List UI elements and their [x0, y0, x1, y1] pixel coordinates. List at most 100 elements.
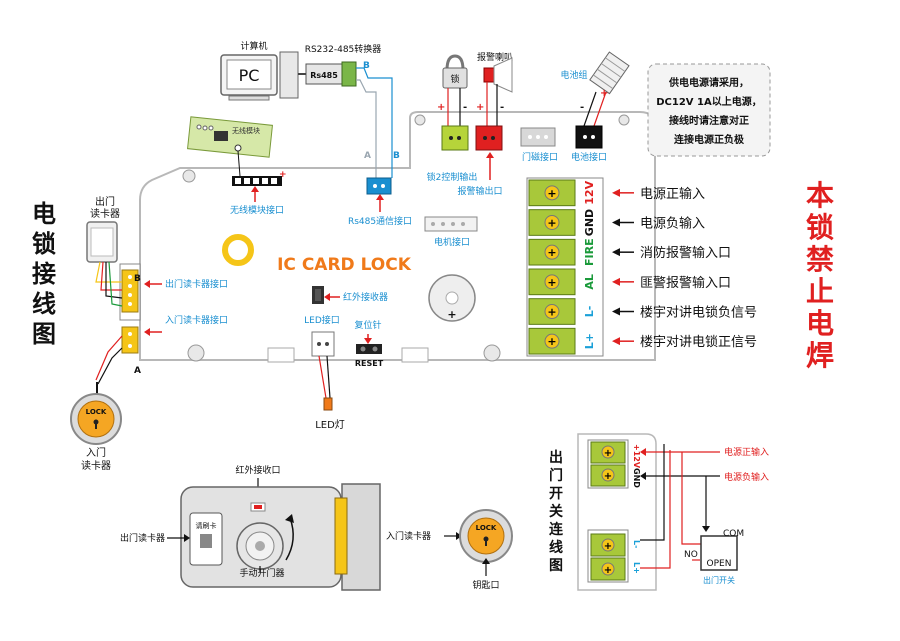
wireless-port-label: 无线模块接口	[230, 204, 284, 216]
left-title-char: 图	[32, 320, 56, 348]
note-box	[647, 63, 771, 157]
terminal-arrow	[612, 218, 620, 227]
exit-switch-open: OPEN	[707, 559, 732, 569]
exit-pin-l-plus: L+	[632, 562, 641, 574]
lock-output: 锁 + - 锁2控制输出	[427, 54, 478, 183]
exit-reader-port-label: 出门读卡器接口	[165, 278, 228, 290]
right-title: 本 锁 禁 止 电 焊	[806, 179, 834, 372]
port-label-b: B	[134, 274, 141, 284]
note-line: 供电电源请采用，	[668, 76, 749, 89]
led-port	[311, 331, 335, 357]
terminal-description: 消防报警输入口	[640, 245, 731, 261]
entry-reader-label: 入门	[86, 446, 106, 459]
terminal-description: 电源正输入	[640, 186, 705, 202]
right-title-char: 焊	[806, 339, 834, 372]
terminal-screw	[544, 244, 560, 260]
alarm-port-label: 报警输出口	[457, 185, 502, 197]
lock-icon	[442, 67, 468, 89]
board-notch	[267, 347, 295, 363]
left-title-char: 锁	[32, 230, 56, 258]
terminal-screw	[544, 215, 560, 231]
key-hole-label: 钥匙口	[472, 579, 499, 591]
pc-tower	[279, 51, 299, 99]
exit-reader-port	[121, 269, 139, 313]
mounting-hole	[182, 169, 196, 183]
manual-knob-label: 手动开门器	[239, 567, 284, 579]
battery-label: 电池组	[560, 69, 587, 81]
mounting-hole	[483, 344, 501, 362]
antenna-ring	[222, 234, 254, 266]
svg-text:+: +	[600, 88, 608, 99]
wire-label-b: B	[393, 151, 400, 161]
port-label-a: A	[134, 366, 141, 376]
board-notch	[401, 347, 429, 363]
battery-port-label: 电池接口	[571, 151, 607, 163]
reset-label: RESET	[355, 359, 384, 368]
entry-reader-label: 读卡器	[81, 459, 111, 472]
card-panel-label: 请刷卡	[196, 521, 217, 530]
exit-reader-label: 出门	[95, 195, 115, 208]
terminal-pin-label: FIRE	[583, 238, 596, 266]
wireless-module-board	[187, 116, 273, 158]
right-title-char: 止	[806, 275, 834, 308]
svg-text:-: -	[463, 102, 467, 113]
svg-text:-: -	[580, 102, 584, 113]
horn-label: 报警喇叭	[477, 51, 513, 63]
exit-title-char: 关	[549, 503, 563, 520]
terminal-row: +L-楼宇对讲电锁负信号	[528, 298, 757, 325]
terminal-arrow	[612, 277, 620, 286]
terminal-block	[526, 177, 604, 357]
lock-entry-reader-badge: LOCK	[476, 524, 497, 532]
terminal-row: +L+楼宇对讲电锁正信号	[528, 327, 757, 355]
computer: 计算机 PC	[220, 40, 299, 101]
rs485-port	[366, 177, 392, 195]
terminal-arrow	[612, 188, 620, 197]
exit-title-char: 图	[549, 558, 563, 574]
mounting-hole	[187, 344, 205, 362]
exit-title-char: 线	[549, 539, 563, 556]
terminal-description: 匪警报警输入口	[640, 275, 731, 291]
svg-text:+: +	[604, 448, 612, 459]
right-title-char: 本	[806, 179, 834, 212]
reset-pin	[356, 344, 382, 354]
left-title-char: 接	[32, 260, 56, 288]
terminal-description: 楼宇对讲电锁正信号	[640, 334, 757, 350]
alarm-horn: 报警喇叭 + - 报警输出口	[457, 51, 513, 197]
lock-port	[441, 125, 469, 151]
svg-text:+: +	[547, 306, 556, 319]
right-title-char: 锁	[806, 211, 834, 244]
svg-text:+: +	[604, 541, 612, 552]
buzzer-center	[445, 291, 459, 305]
terminal-arrow	[612, 248, 620, 257]
alarm-port	[475, 125, 503, 151]
terminal-pin-label: L+	[583, 333, 596, 349]
exit-pin-12v: +12V	[632, 444, 641, 469]
keyboard	[228, 95, 270, 101]
lock-strike	[341, 483, 381, 591]
exit-switch-com: COM	[723, 529, 744, 539]
exit-pin-gnd: GND	[632, 468, 641, 488]
terminal-screw	[544, 304, 560, 320]
led-port-label: LED接口	[304, 314, 340, 326]
exit-switch-no: NO	[684, 550, 698, 560]
terminal-pin-label: L-	[583, 306, 596, 318]
lock-entry-reader-label: 入门读卡器	[386, 530, 431, 542]
terminal-screw	[544, 274, 560, 290]
converter-chip-text: Rs485	[310, 71, 338, 80]
lock-bolt	[334, 497, 348, 575]
svg-text:+: +	[604, 565, 612, 576]
motor-port-label: 电机接口	[434, 236, 470, 248]
computer-label: 计算机	[240, 40, 267, 52]
exit-reader-label: 读卡器	[90, 207, 120, 220]
wire-label-b: B	[363, 61, 370, 71]
wireless-module: 无线模块	[187, 116, 273, 158]
lock-port-label: 锁2控制输出	[427, 171, 478, 183]
exit-title-char: 连	[549, 521, 564, 538]
entry-reader-badge: LOCK	[86, 408, 107, 416]
led-lamp	[323, 397, 333, 411]
svg-text:+: +	[604, 471, 612, 482]
terminal-pin-label: AL	[583, 274, 596, 290]
